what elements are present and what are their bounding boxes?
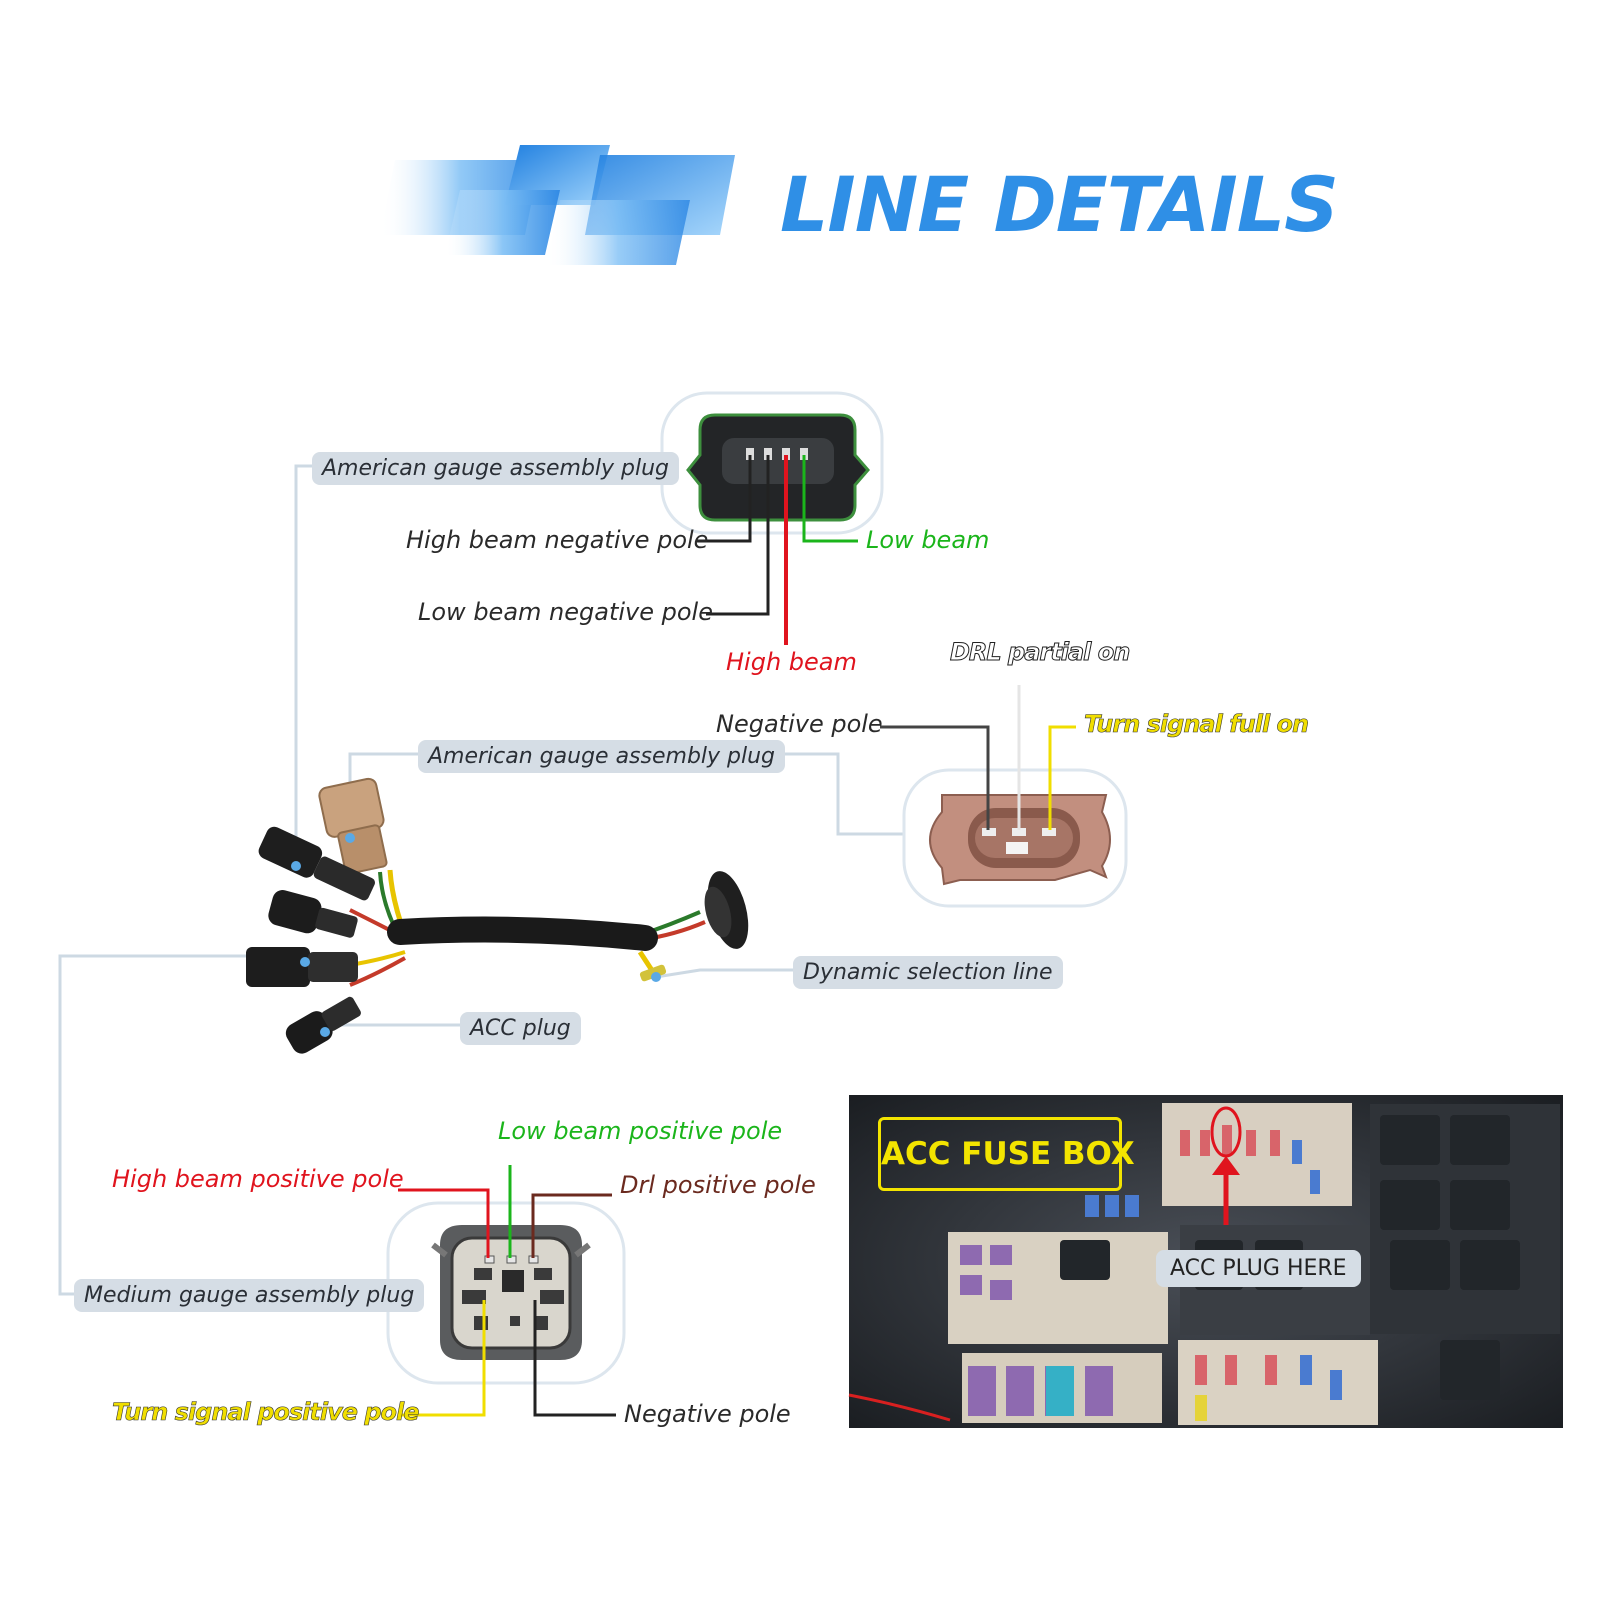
mid-plug-pin-lines xyxy=(880,685,1076,830)
american-plug-top-icon xyxy=(686,413,870,522)
label-high-beam-negative: High beam negative pole xyxy=(406,526,709,554)
tag-medium-plug: Medium gauge assembly plug xyxy=(74,1279,425,1312)
medium-plug-icon xyxy=(431,1225,591,1360)
acc-plug-here-tag: ACC PLUG HERE xyxy=(1156,1250,1361,1287)
tag-acc-plug: ACC plug xyxy=(460,1012,581,1045)
label-low-beam-negative: Low beam negative pole xyxy=(418,598,713,626)
american-plug-mid-icon xyxy=(929,794,1111,886)
label-negative-pole-mid: Negative pole xyxy=(716,710,883,738)
label-turn-signal-positive: Turn signal positive pole xyxy=(112,1398,420,1427)
top-plug-pin-lines xyxy=(696,455,858,645)
label-drl-positive: Drl positive pole xyxy=(620,1171,816,1199)
mid-plug-frame xyxy=(902,768,1128,908)
label-turn-signal-full-on: Turn signal full on xyxy=(1084,710,1310,739)
title-logo-icon xyxy=(380,145,735,265)
label-low-beam: Low beam xyxy=(866,526,990,554)
label-high-beam-positive: High beam positive pole xyxy=(112,1165,404,1193)
page-title: LINE DETAILS xyxy=(780,160,1339,249)
tag-dynamic-selection-line: Dynamic selection line xyxy=(793,956,1063,989)
label-negative-pole-bottom: Negative pole xyxy=(624,1400,791,1428)
leader-lines xyxy=(58,464,905,1296)
fuse-box-photo xyxy=(848,1095,1563,1428)
label-high-beam: High beam xyxy=(726,648,857,676)
wiring-harness-icon xyxy=(246,777,749,1054)
tag-american-plug-top: American gauge assembly plug xyxy=(312,452,680,485)
label-drl-partial-on: DRL partial on xyxy=(949,638,1130,667)
tag-american-plug-mid: American gauge assembly plug xyxy=(418,740,786,773)
acc-fuse-box-title: ACC FUSE BOX xyxy=(878,1117,1135,1191)
label-low-beam-positive: Low beam positive pole xyxy=(498,1117,783,1145)
bottom-plug-pin-lines xyxy=(398,1165,616,1417)
